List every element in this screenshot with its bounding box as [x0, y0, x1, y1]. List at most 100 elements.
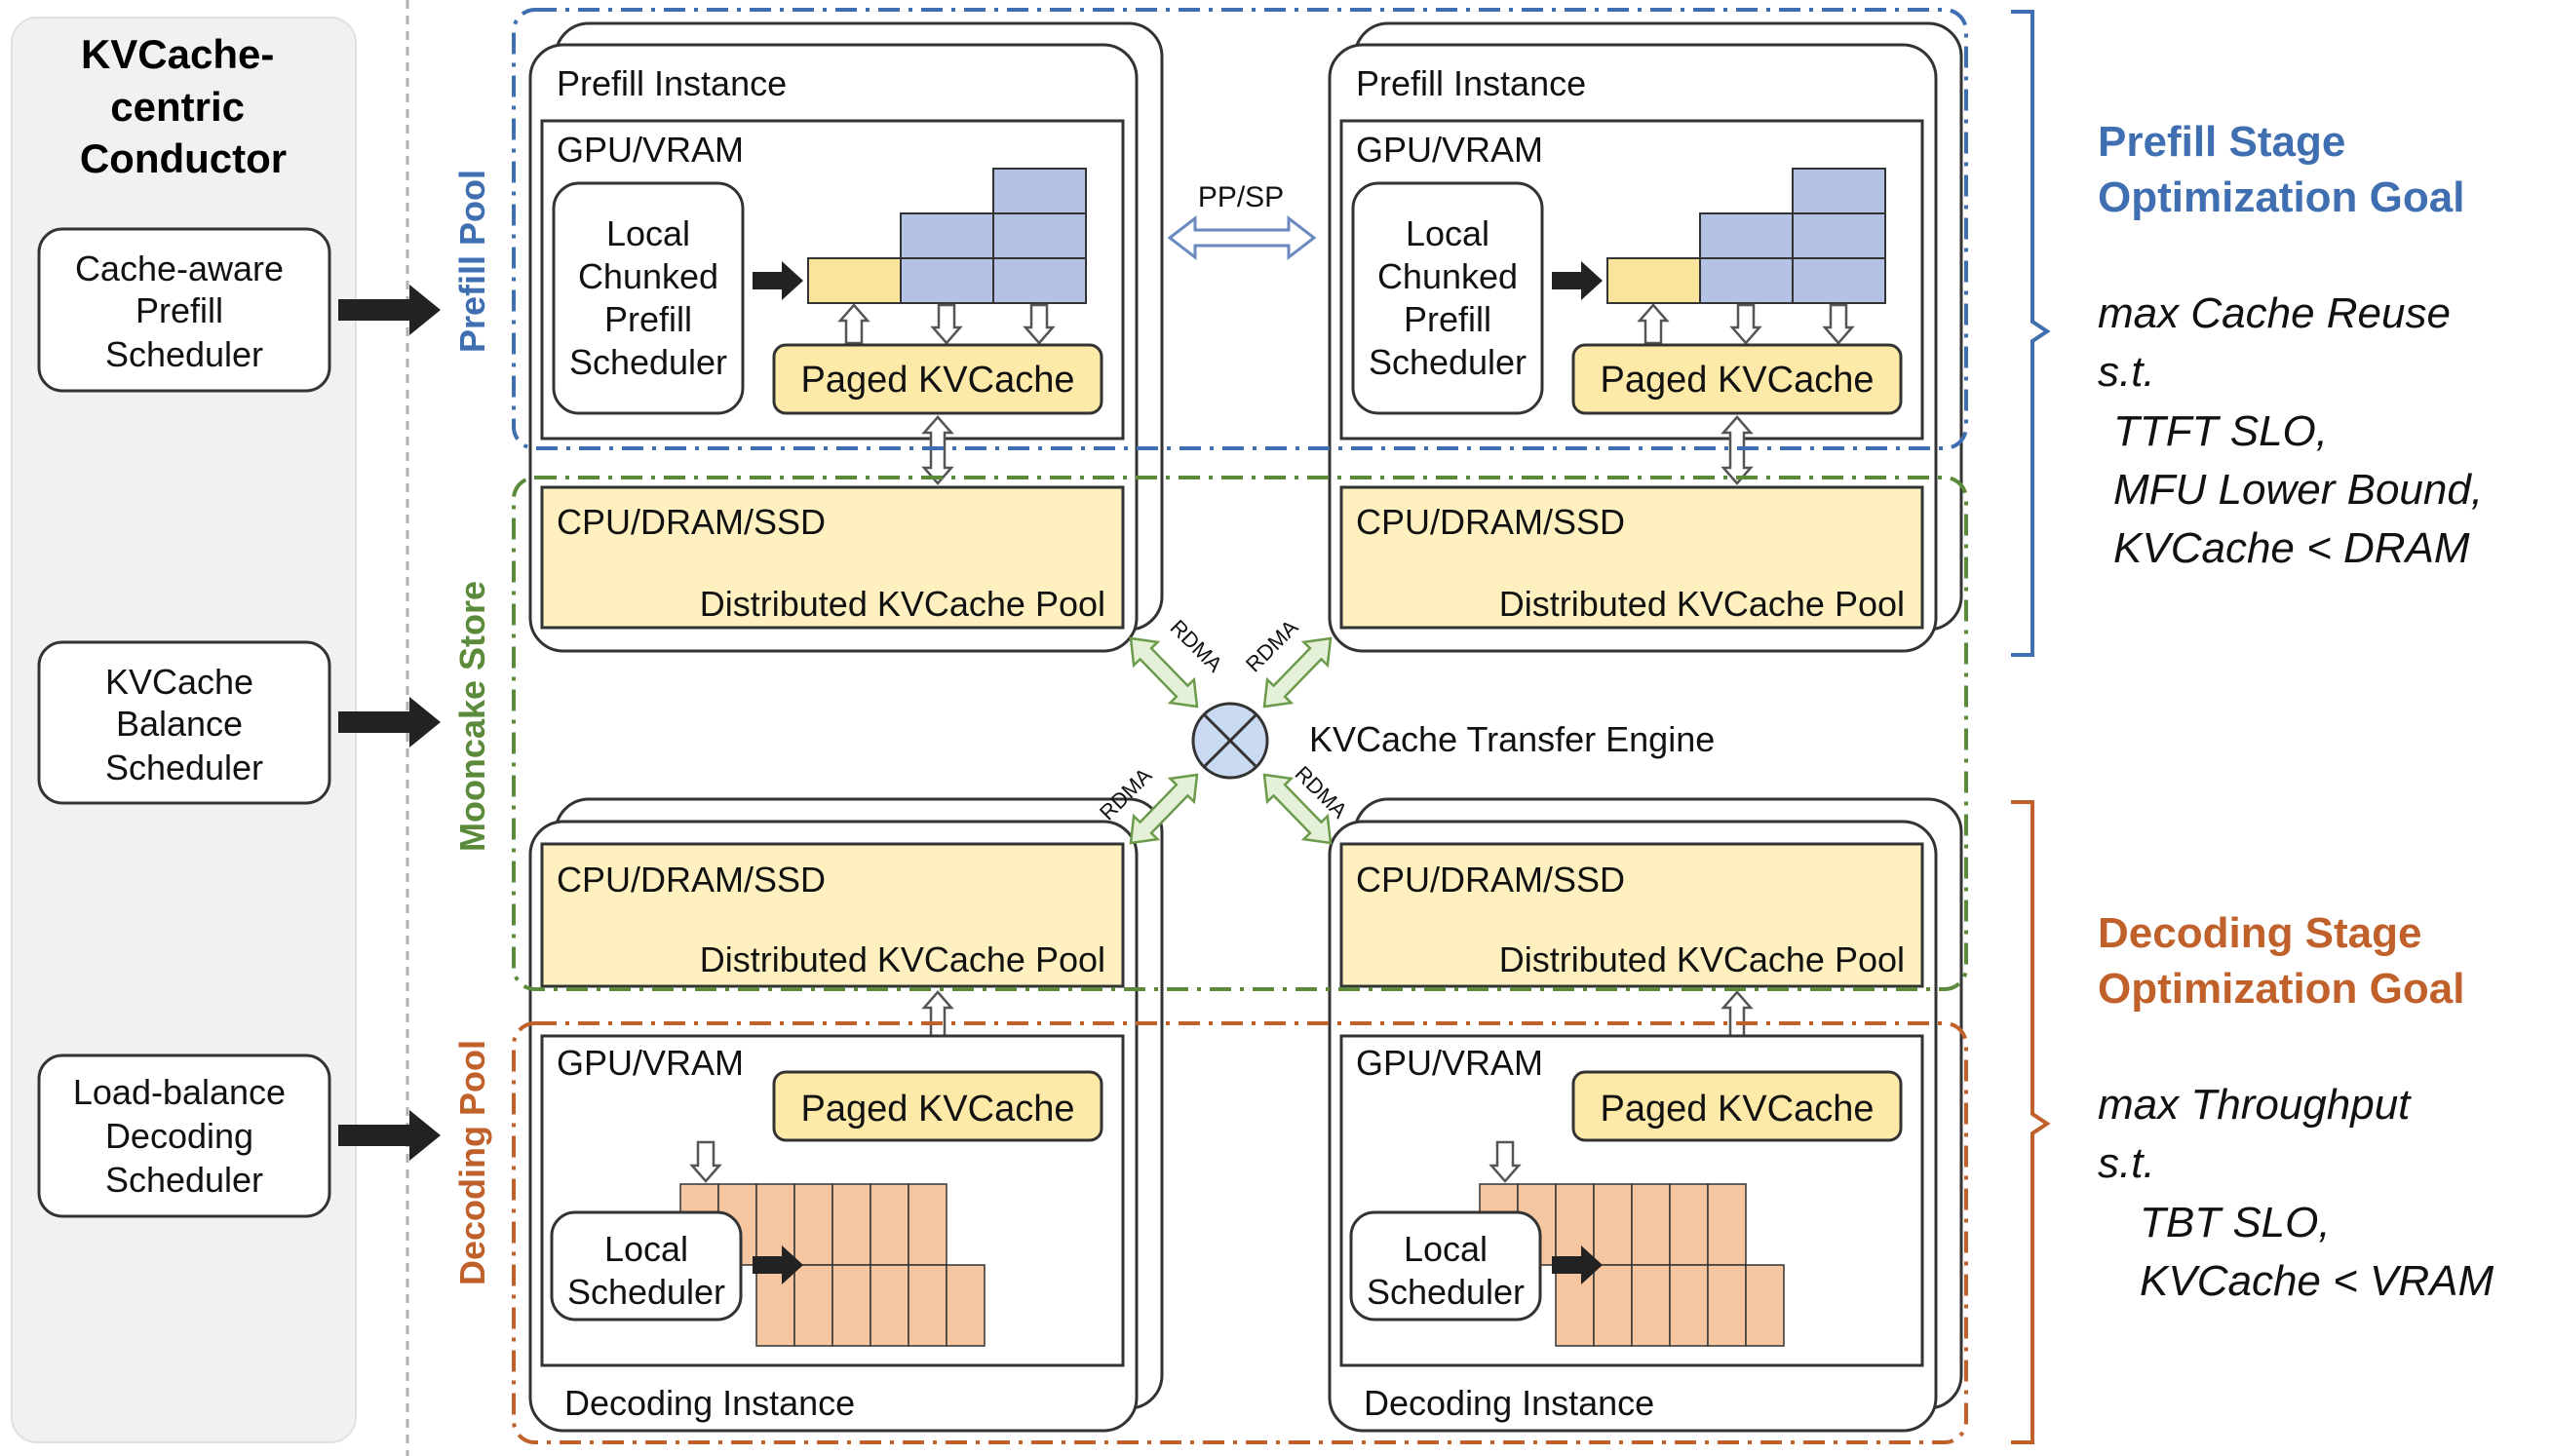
arrow-right-icon	[753, 261, 803, 300]
decoding-pool-border	[512, 1021, 1968, 1444]
cache-block	[807, 257, 902, 304]
cache-block	[1606, 257, 1701, 304]
arrow-right-icon	[753, 1245, 803, 1284]
arrow-right-icon	[338, 697, 441, 747]
cache-block	[1792, 257, 1886, 304]
cache-block	[1745, 1264, 1785, 1347]
gpu-label: GPU/VRAM	[557, 130, 744, 170]
local-scheduler-box	[1351, 181, 1544, 415]
cpu-box	[540, 842, 1125, 988]
instance-title: Decoding Instance	[564, 1383, 855, 1423]
cache-block	[1631, 1264, 1671, 1347]
gpu-label: GPU/VRAM	[1356, 1043, 1543, 1083]
distributed-pool-label: Distributed KVCache Pool	[700, 939, 1105, 979]
cache-block	[1792, 212, 1886, 259]
cache-block	[1669, 1264, 1709, 1347]
cache-block	[992, 212, 1087, 259]
cpu-label: CPU/DRAM/SSD	[1356, 502, 1625, 542]
gpu-label: GPU/VRAM	[557, 1043, 744, 1083]
scheduler-arrows	[338, 285, 441, 1161]
cache-block	[992, 168, 1087, 214]
local-scheduler-box	[550, 1210, 743, 1322]
paged-kvcache-box	[772, 343, 1103, 415]
paged-kvcache-label: Paged KVCache	[801, 360, 1075, 401]
mooncake-store-border	[512, 476, 1968, 991]
instance-title: Prefill Instance	[557, 63, 787, 103]
cache-block	[1699, 212, 1794, 259]
cpu-box	[540, 485, 1125, 630]
cache-block	[793, 1183, 833, 1266]
cpu-box	[1339, 485, 1924, 630]
down-arrow-icon	[1023, 303, 1056, 345]
down-arrow-icon	[930, 303, 963, 345]
decoding-goal-brace	[2011, 800, 2051, 1444]
rdma-arrow-icon	[1262, 773, 1333, 845]
paged-kvcache-label: Paged KVCache	[801, 1089, 1075, 1130]
cache-block	[1593, 1264, 1633, 1347]
svg-text:Prefill Stage Optimizati: Prefill Stage Optimization Goal	[2098, 118, 2464, 221]
cache-block	[1669, 1183, 1709, 1266]
instance-title: Prefill Instance	[1356, 63, 1586, 103]
cache-block	[1792, 168, 1886, 214]
cache-block	[1699, 257, 1794, 304]
cache-block	[992, 257, 1087, 304]
decoding-instance-1: CPU/DRAM/SSD Distributed KVCache PoolGPU/…	[528, 797, 1164, 1433]
arrow-right-icon	[1552, 1245, 1603, 1284]
kvcache-balance-scheduler: KVCache Balance Scheduler	[37, 640, 331, 805]
cache-block	[870, 1183, 909, 1266]
prefill-goal: Prefill Stage Optimization Goal max Cach…	[2011, 10, 2483, 657]
svg-text:Load-balance Decoding: Load-balance Decoding Scheduler	[73, 1072, 295, 1200]
cache-block	[793, 1264, 833, 1347]
mooncake-store-label: Mooncake Store	[452, 581, 492, 852]
double-arrow-icon	[1167, 214, 1317, 261]
cache-block	[908, 1183, 947, 1266]
cache-block	[900, 212, 994, 259]
paged-kvcache-box	[1571, 343, 1903, 415]
rdma-label: RDMA	[1166, 615, 1228, 677]
rdma-arrow-icon	[1129, 773, 1199, 845]
paged-kvcache-label: Paged KVCache	[1601, 360, 1875, 401]
svg-text:Cache-aware Prefill: Cache-aware Prefill Scheduler	[75, 249, 293, 374]
load-balance-decoding-scheduler: Load-balance Decoding Scheduler	[37, 1054, 331, 1218]
cache-block	[870, 1264, 909, 1347]
cache-aware-prefill-scheduler: Cache-aware Prefill Scheduler	[37, 227, 331, 393]
down-arrow-icon	[1489, 1140, 1522, 1183]
prefill-goal-brace	[2011, 10, 2051, 657]
distributed-pool-label: Distributed KVCache Pool	[1499, 584, 1905, 624]
rdma-arrow-icon	[1262, 636, 1333, 709]
rdma-arrow-icon	[1129, 636, 1199, 709]
prefill-pool-border	[512, 8, 1968, 450]
cache-block	[946, 1264, 986, 1347]
cpu-label: CPU/DRAM/SSD	[557, 502, 826, 542]
cpu-label: CPU/DRAM/SSD	[557, 860, 826, 900]
transfer-engine-label: KVCache Transfer Engine	[1309, 719, 1715, 759]
local-scheduler-box	[1349, 1210, 1542, 1322]
arrow-right-icon	[1552, 261, 1603, 300]
conductor-title: KVCache- centric Conductor	[80, 31, 287, 181]
distributed-pool-label: Distributed KVCache Pool	[1499, 939, 1905, 979]
down-arrow-icon	[1822, 303, 1855, 345]
up-arrow-icon	[1637, 303, 1670, 345]
down-arrow-icon	[689, 1140, 722, 1183]
svg-text:Decoding Stage Optimizat: Decoding Stage Optimization Goal	[2098, 909, 2464, 1013]
gpu-label: GPU/VRAM	[1356, 130, 1543, 170]
local-scheduler-box	[552, 181, 745, 415]
cache-block	[1631, 1183, 1671, 1266]
paged-kvcache-box	[1571, 1070, 1903, 1142]
paged-kvcache-box	[772, 1070, 1103, 1142]
cache-block	[1707, 1183, 1747, 1266]
paged-kvcache-label: Paged KVCache	[1601, 1089, 1875, 1130]
cache-block	[1593, 1183, 1633, 1266]
cache-block	[908, 1264, 947, 1347]
prefill-pool-label: Prefill Pool	[452, 170, 492, 353]
up-arrow-icon	[837, 303, 870, 345]
svg-text:PP/SP: PP/SP	[1198, 181, 1284, 213]
distributed-pool-label: Distributed KVCache Pool	[700, 584, 1105, 624]
